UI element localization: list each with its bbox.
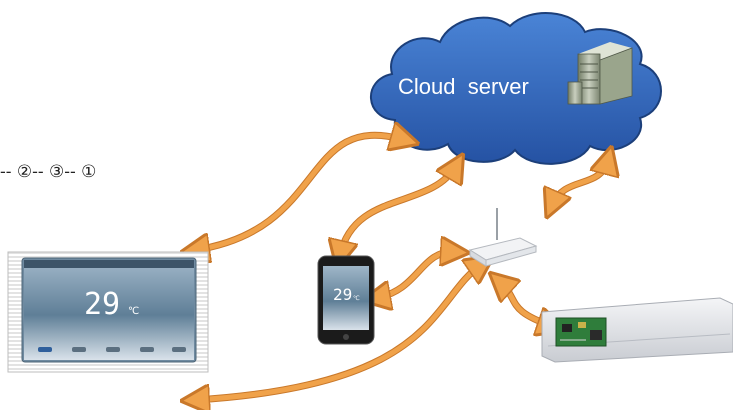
arrow-cloud-tablet xyxy=(195,135,405,250)
sequence-label: -- ②-- ③-- ① xyxy=(0,162,97,182)
arrow-cloud-router xyxy=(552,160,608,205)
phone-temperature-unit: ℃ xyxy=(353,295,360,302)
phone-temperature: 29 xyxy=(333,285,352,304)
arrow-cloud-phone xyxy=(340,166,456,255)
tablet-temperature: 29 xyxy=(84,287,120,322)
server-icon xyxy=(567,42,633,105)
air-conditioner xyxy=(541,297,733,363)
tablet-temperature-unit: ℃ xyxy=(128,306,139,317)
cloud-server xyxy=(370,12,662,165)
arrow-router-remote xyxy=(195,264,482,400)
arrow-phone-router xyxy=(376,252,455,298)
circuit-board-icon xyxy=(555,317,607,347)
cloud-server-label: Cloud server xyxy=(398,74,529,99)
wifi-router xyxy=(468,208,538,267)
tablet-device: 29 ℃ xyxy=(7,251,209,373)
connection-arrows xyxy=(195,135,608,400)
arrow-router-ac xyxy=(500,282,552,326)
smartphone: 29 ℃ xyxy=(317,255,375,345)
